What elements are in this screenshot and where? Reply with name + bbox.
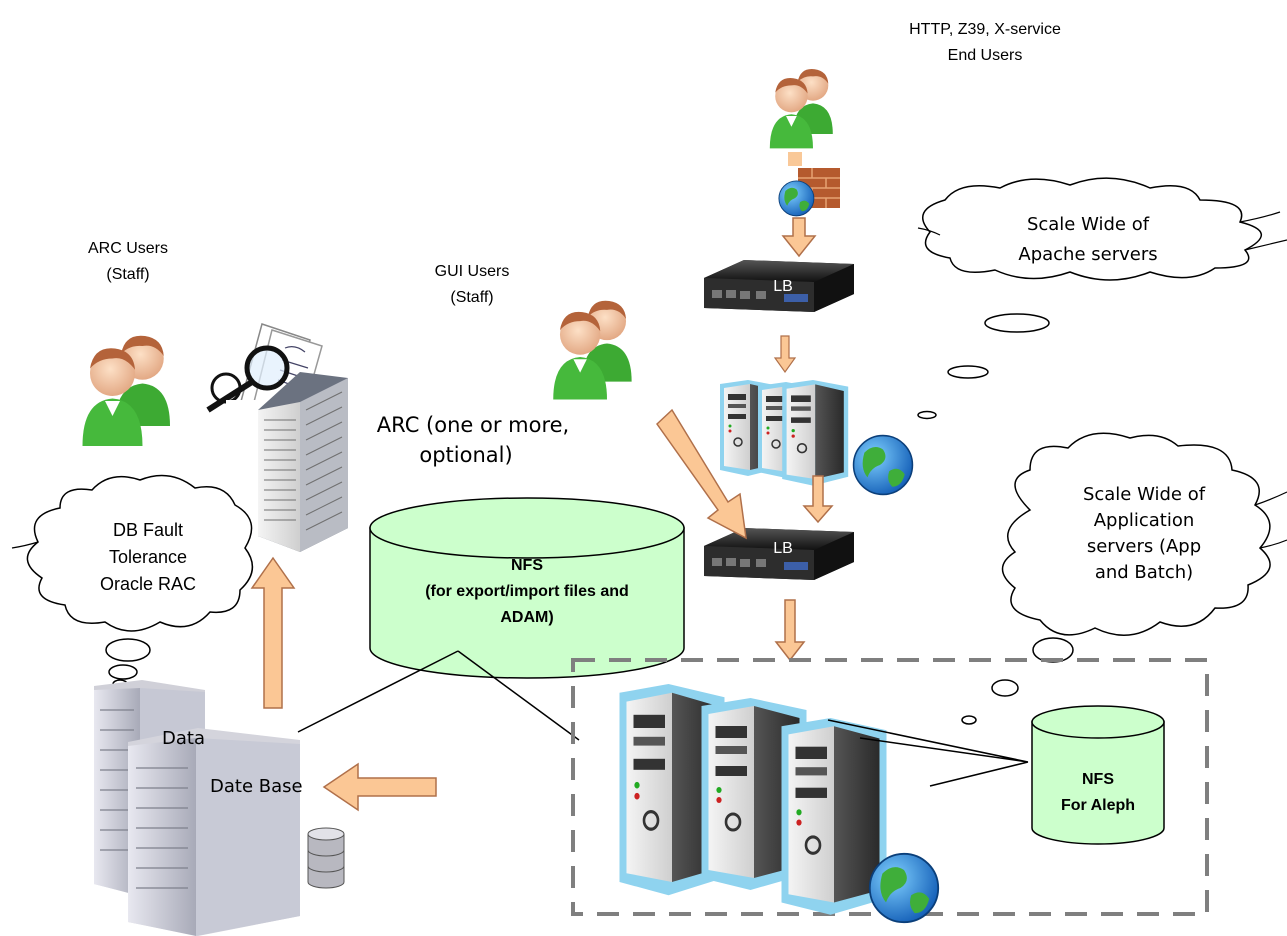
cloud-app-line2: Application <box>1094 510 1195 531</box>
firewall-globe-icon <box>778 152 840 217</box>
gui-users-label: GUI Users <box>435 263 510 280</box>
arrow-to-web-servers <box>773 335 797 374</box>
cloud-db-line2: Tolerance <box>109 547 187 567</box>
cloud-db-fault-tolerance: DB Fault Tolerance Oracle RAC <box>11 474 254 689</box>
arc-server-label: ARC (one or more, <box>377 413 569 437</box>
cloud-app-line1: Scale Wide of <box>1083 484 1206 505</box>
nfs-main-cylinder: NFS (for export/import files and ADAM) <box>369 497 685 679</box>
cloud-db-line1: DB Fault <box>113 520 183 540</box>
end-users-label: HTTP, Z39, X-service <box>909 21 1061 38</box>
arc-server-sublabel: optional) <box>419 443 512 467</box>
cloud-app-line3: servers (App <box>1087 536 1201 557</box>
cloud-app-line4: and Batch) <box>1095 562 1193 583</box>
cloud-app-scale: Scale Wide of Application servers (App a… <box>961 432 1287 725</box>
arc-users-sublabel: (Staff) <box>106 266 149 283</box>
arrow-to-top-lb <box>781 217 817 258</box>
nfs-main-line3: ADAM) <box>500 609 553 626</box>
web-globe-icon <box>852 434 914 496</box>
nfs-aleph-cylinder: NFS For Aleph <box>1031 705 1165 845</box>
arrow-to-database <box>322 762 437 812</box>
cloud-apache-line1: Scale Wide of <box>1027 214 1150 235</box>
arrow-to-app-servers <box>774 599 806 662</box>
cloud-apache-line2: Apache servers <box>1018 244 1157 265</box>
arc-users-label: ARC Users <box>88 240 168 257</box>
nfs-aleph-line1: NFS <box>1082 771 1114 788</box>
gui-users-icon <box>553 300 632 400</box>
nfs-main-line2: (for export/import files and <box>425 583 629 600</box>
database-back-label: Data <box>162 728 205 749</box>
end-users-sublabel: End Users <box>948 47 1023 64</box>
nfs-aleph-line2: For Aleph <box>1061 797 1135 814</box>
database-front-label: Date Base <box>210 776 303 797</box>
lb-top-label: LB <box>773 278 793 295</box>
arrow-to-bottom-lb <box>802 475 834 524</box>
lb-bottom-label: LB <box>773 540 793 557</box>
nfs-main-line1: NFS <box>511 557 543 574</box>
application-globe-icon <box>868 852 940 924</box>
arc-server-icon <box>226 372 348 552</box>
cloud-db-line3: Oracle RAC <box>100 574 196 594</box>
application-server-icon <box>617 682 940 924</box>
cloud-apache-scale: Scale Wide of Apache servers <box>917 177 1287 420</box>
arrow-db-to-arc <box>250 556 296 709</box>
arc-users-icon <box>82 335 170 446</box>
aleph-connector-lines <box>827 719 1029 787</box>
database-server-icon <box>94 680 300 936</box>
gui-users-sublabel: (Staff) <box>450 289 493 306</box>
database-cylinder-icon <box>307 827 345 889</box>
nfs-connector-lines <box>297 650 580 741</box>
end-users-icon <box>769 69 833 149</box>
arrow-gui-to-lb <box>656 408 747 540</box>
